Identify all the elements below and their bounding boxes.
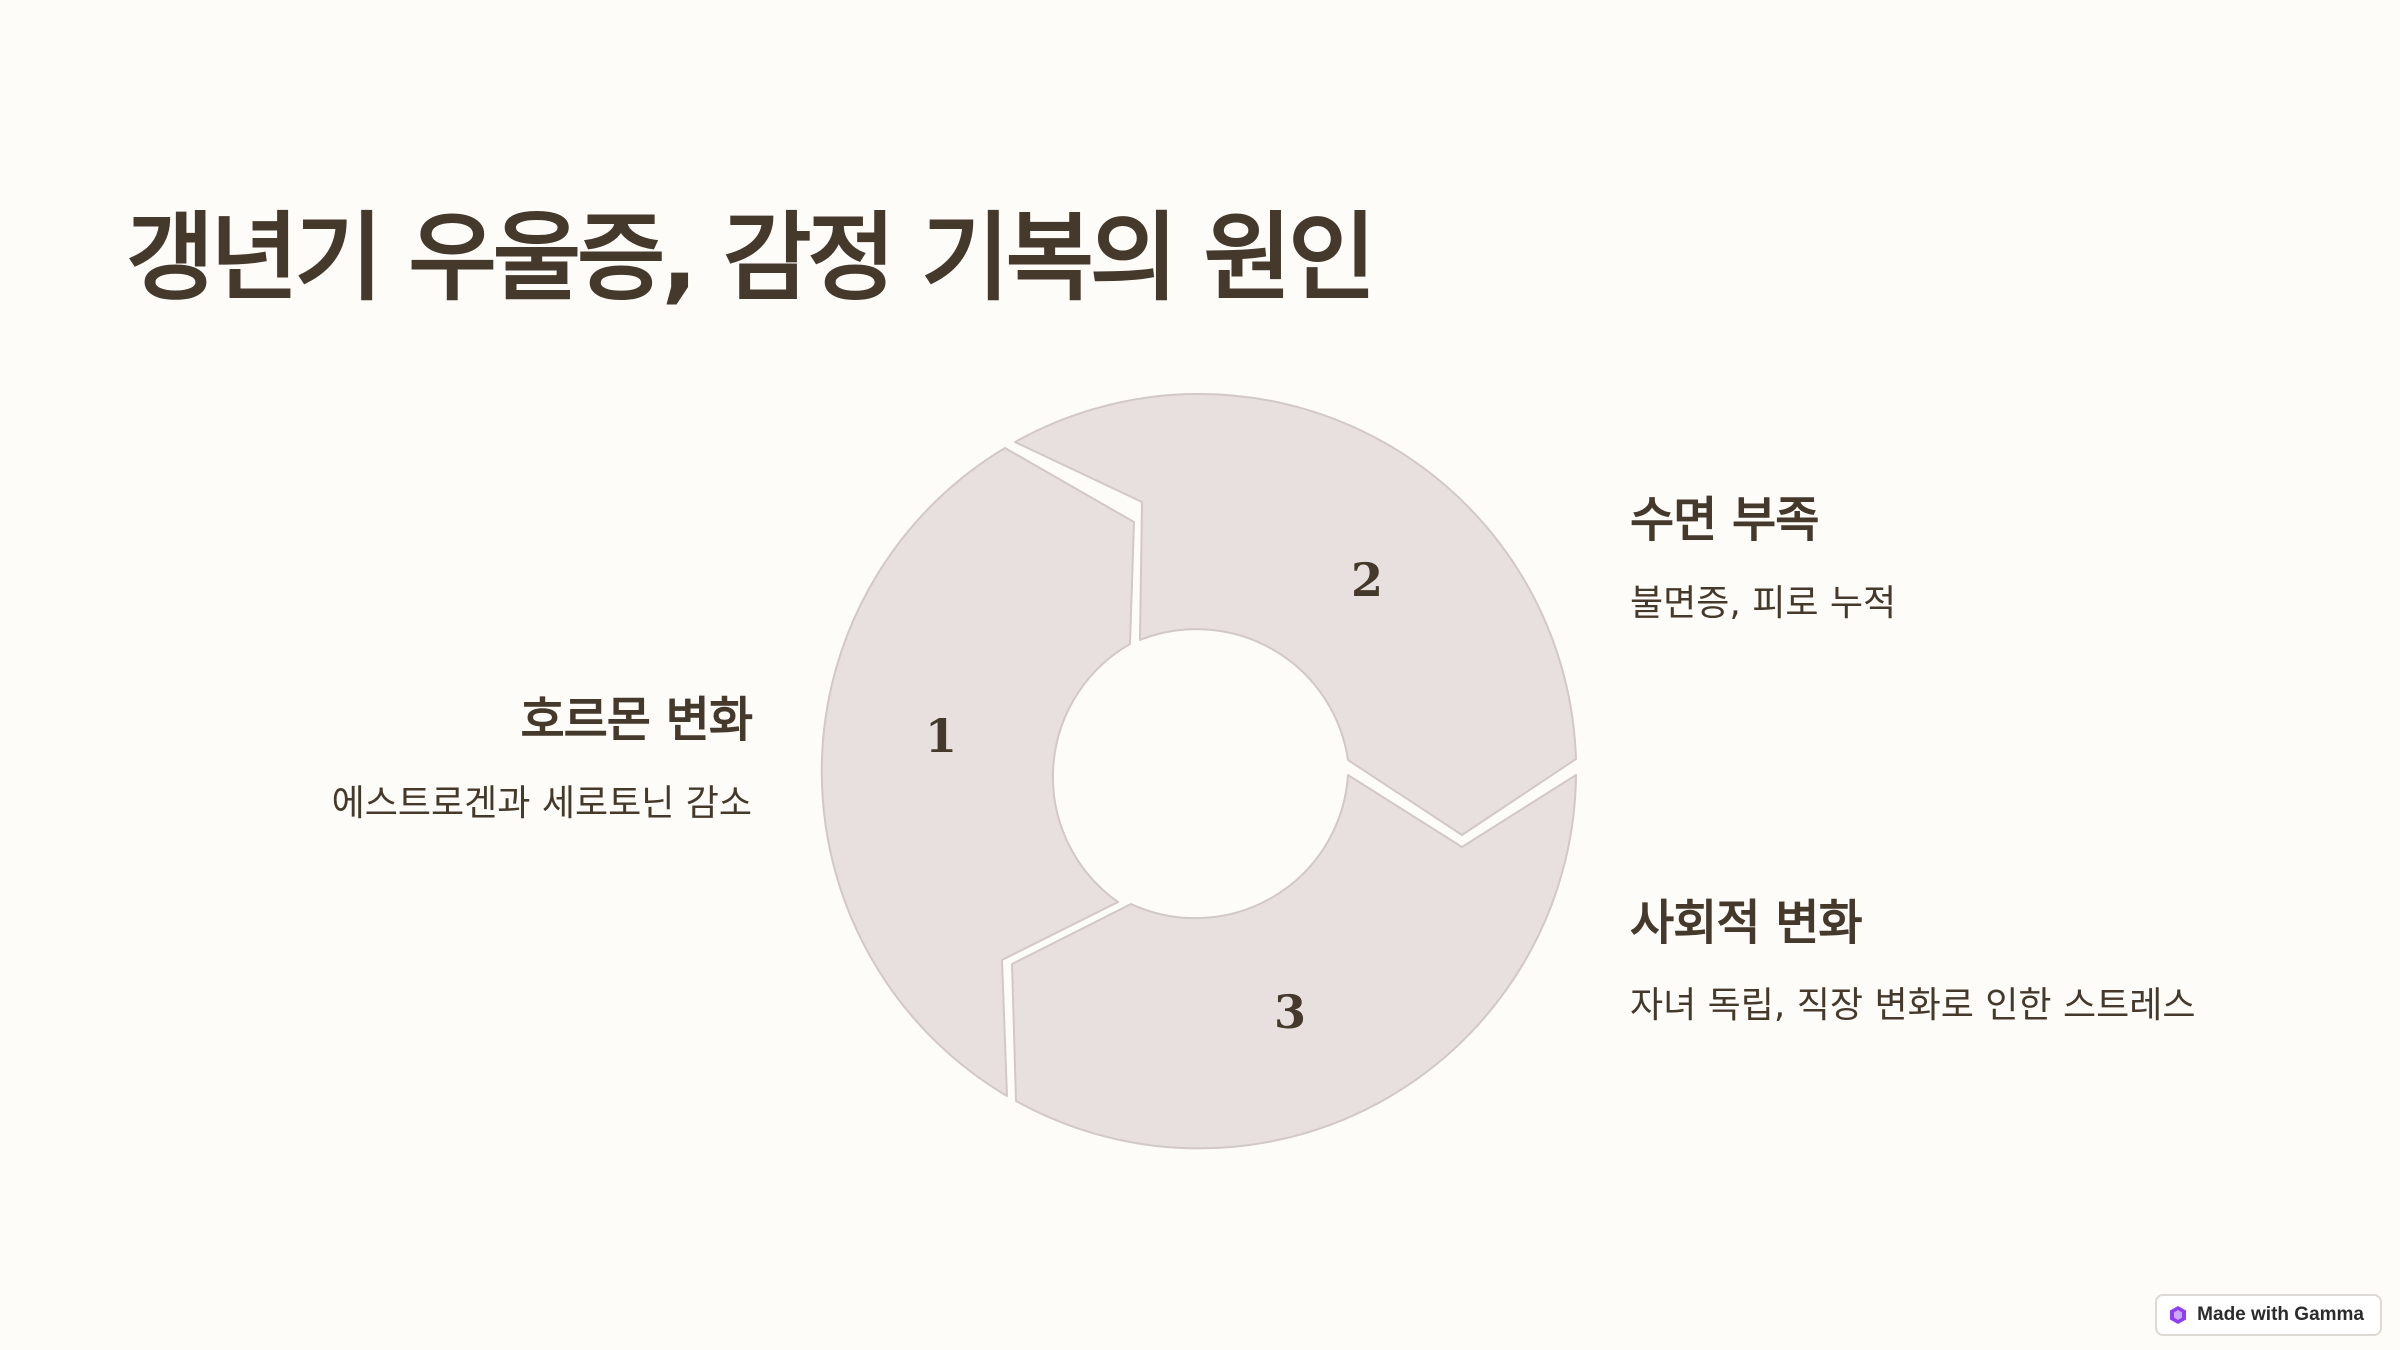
- gamma-logo-icon: [2169, 1305, 2187, 1325]
- page-title: 갱년기 우울증, 감정 기복의 원인: [126, 202, 1376, 314]
- item-description: 불면증, 피로 누적: [1630, 583, 1897, 624]
- item-description: 에스트로겐과 세로토닌 감소: [331, 783, 752, 824]
- item-title: 호르몬 변화: [520, 692, 753, 748]
- cycle-number-3: 3: [1274, 985, 1306, 1039]
- item-title: 사회적 변화: [1630, 895, 1863, 951]
- badge-label: Made with Gamma: [2197, 1304, 2364, 1325]
- item-title: 수면 부족: [1630, 492, 1819, 548]
- cycle-diagram: 1 2 3: [820, 392, 1577, 1150]
- cycle-segment-3: [1011, 774, 1577, 1150]
- cycle-segment-2: [1014, 392, 1577, 836]
- made-with-gamma-badge[interactable]: Made with Gamma: [2155, 1294, 2382, 1336]
- cycle-segment-1: [820, 447, 1135, 1097]
- cycle-number-2: 2: [1351, 553, 1383, 607]
- cycle-number-1: 1: [925, 709, 957, 763]
- item-description: 자녀 독립, 직장 변화로 인한 스트레스: [1630, 985, 2196, 1026]
